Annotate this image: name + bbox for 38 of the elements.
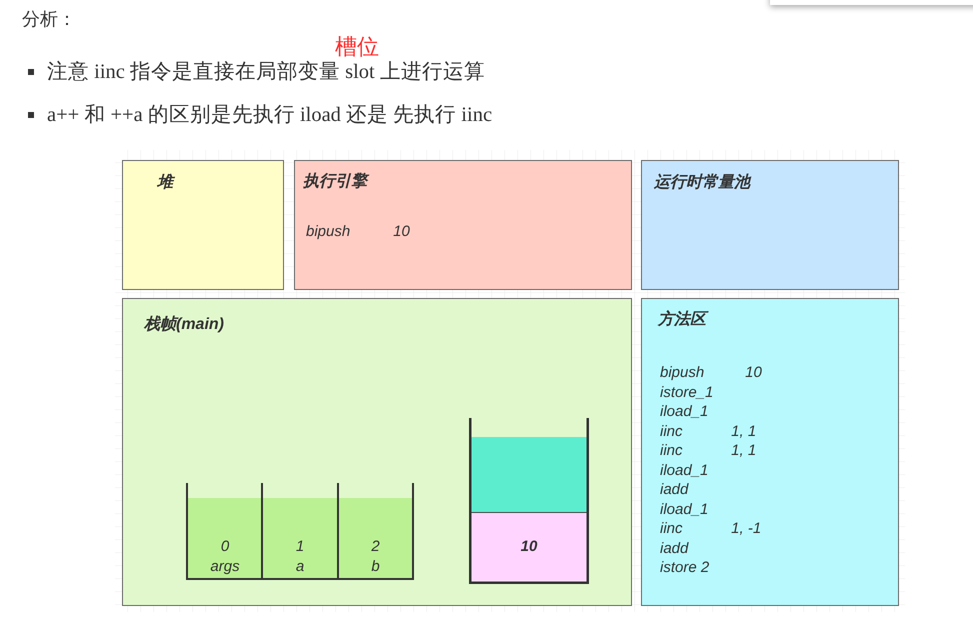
box-title: 运行时常量池 (654, 173, 750, 193)
area-box (294, 160, 632, 290)
frame-box (122, 298, 632, 606)
slot-index: 1 (296, 537, 304, 556)
annotation: 槽位 (335, 33, 379, 61)
instruction-line: istore 2 (660, 558, 710, 577)
instruction-line: istore_1 (660, 382, 714, 402)
box-title: 执行引擎 (303, 172, 367, 192)
variable-name: b (371, 557, 380, 576)
instruction-line: iadd (660, 480, 688, 499)
instruction-line: iinc 1, 1 (660, 422, 756, 440)
slot-box (337, 483, 414, 580)
stack-value: 10 (520, 537, 538, 556)
instruction-line: iload_1 (660, 460, 708, 480)
instruction-line: iload_1 (660, 402, 708, 421)
stack-cell (471, 512, 587, 581)
slot-box (186, 483, 262, 580)
box-title: 堆 (157, 173, 173, 193)
instruction-line: iload_1 (660, 500, 708, 518)
area-box (641, 160, 899, 290)
box-title: 栈帧(main) (144, 315, 224, 335)
instruction-line: iadd (660, 538, 688, 558)
variable-name: args (210, 557, 240, 576)
stack-cell (471, 437, 587, 513)
slot-box (261, 483, 337, 580)
instruction-line: bipush 10 (660, 363, 762, 382)
bullet-text: 注意 iinc 指令是直接在局部变量 slot 上进行运算 (47, 60, 485, 85)
heading: 分析： (22, 8, 76, 31)
bullet-text: a++ 和 ++a 的区别是先执行 iload 还是 先执行 iinc (47, 103, 492, 128)
area-box (122, 160, 284, 290)
instruction-line: bipush 10 (306, 222, 410, 241)
box-title: 方法区 (658, 310, 706, 330)
slot-index: 2 (371, 537, 380, 556)
area-box (641, 298, 899, 606)
variable-name: a (296, 557, 304, 576)
instruction-line: iinc 1, 1 (660, 441, 756, 460)
slot-index: 0 (220, 537, 230, 556)
instruction-line: iinc 1, -1 (660, 519, 762, 538)
